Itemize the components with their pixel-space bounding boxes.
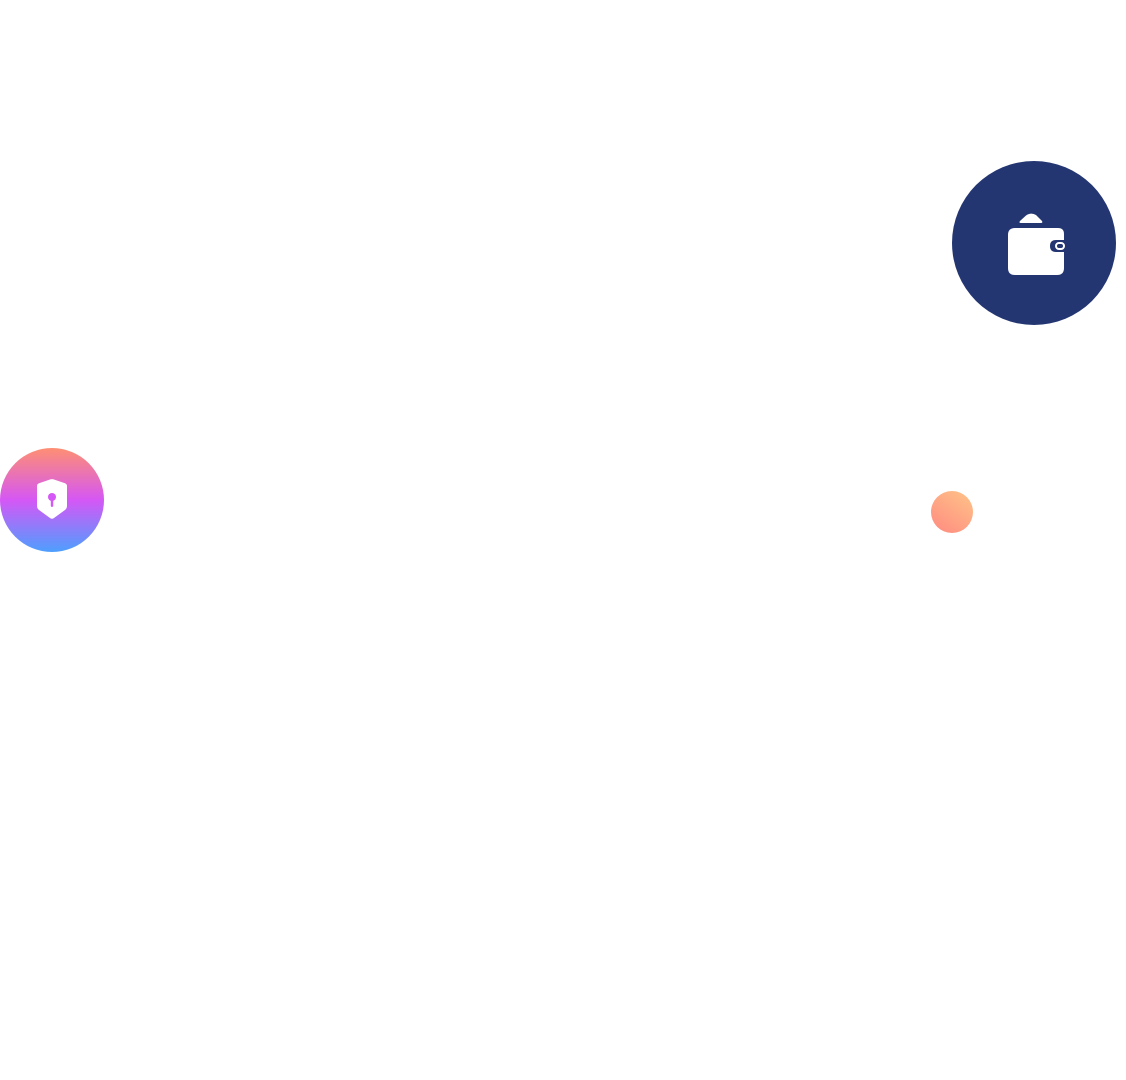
- security-badge[interactable]: [0, 448, 104, 552]
- accent-dot: [931, 491, 973, 533]
- wallet-icon: [1008, 213, 1065, 275]
- wallet-badge[interactable]: [952, 161, 1116, 325]
- shield-keyhole-icon: [37, 479, 67, 519]
